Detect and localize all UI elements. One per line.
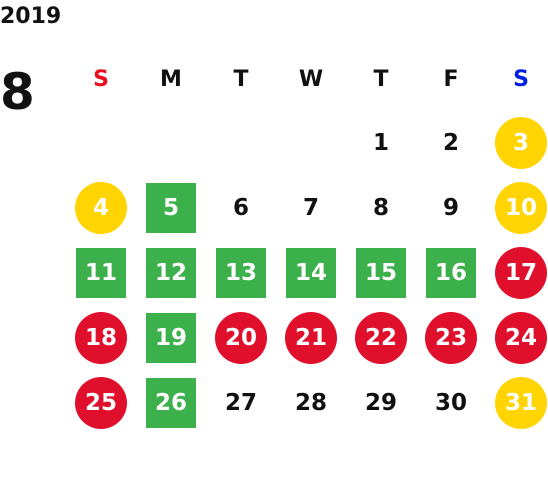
day-number xyxy=(146,118,196,168)
day-cell: 13 xyxy=(206,240,276,305)
day-number xyxy=(216,118,266,168)
day-cell xyxy=(206,110,276,175)
day-cell: 24 xyxy=(486,305,548,370)
weekday-thursday: T xyxy=(373,66,389,92)
weekday-sunday: S xyxy=(93,66,109,92)
week-row-2: 4 5 6 7 8 9 10 xyxy=(66,175,548,240)
weekday-header-row: S M T W T F S xyxy=(66,48,548,110)
day-cell: 21 xyxy=(276,305,346,370)
day-number: 10 xyxy=(495,181,547,234)
day-number: 1 xyxy=(372,129,389,156)
day-number: 22 xyxy=(355,311,407,364)
day-cell: 26 xyxy=(136,370,206,435)
day-cell: 27 xyxy=(206,370,276,435)
day-cell: 11 xyxy=(66,240,136,305)
day-cell: 4 xyxy=(66,175,136,240)
day-cell: 16 xyxy=(416,240,486,305)
day-number: 23 xyxy=(425,311,477,364)
day-cell xyxy=(276,110,346,175)
day-cell: 20 xyxy=(206,305,276,370)
weekday-saturday: S xyxy=(513,66,529,92)
week-row-1: 1 2 3 xyxy=(66,110,548,175)
day-cell: 28 xyxy=(276,370,346,435)
day-number: 12 xyxy=(146,247,196,298)
day-cell: 3 xyxy=(486,110,548,175)
day-cell: 12 xyxy=(136,240,206,305)
day-number: 25 xyxy=(75,376,127,429)
day-cell: 8 xyxy=(346,175,416,240)
day-number: 15 xyxy=(356,247,406,298)
day-cell: 15 xyxy=(346,240,416,305)
day-cell: 18 xyxy=(66,305,136,370)
day-number: 2 xyxy=(442,129,459,156)
day-number: 21 xyxy=(285,311,337,364)
day-number: 31 xyxy=(495,376,547,429)
calendar-month: 8 xyxy=(0,63,35,121)
day-cell: 29 xyxy=(346,370,416,435)
day-cell: 5 xyxy=(136,175,206,240)
day-cell: 14 xyxy=(276,240,346,305)
day-cell: 17 xyxy=(486,240,548,305)
day-cell: 9 xyxy=(416,175,486,240)
weekday-monday: M xyxy=(160,66,182,92)
day-number: 18 xyxy=(75,311,127,364)
week-row-4: 18 19 20 21 22 23 24 xyxy=(66,305,548,370)
calendar-year: 2019 xyxy=(0,4,62,29)
day-number: 19 xyxy=(146,312,196,363)
day-number: 28 xyxy=(294,389,327,416)
day-number xyxy=(286,118,336,168)
week-row-5: 25 26 27 28 29 30 31 xyxy=(66,370,548,435)
day-cell: 10 xyxy=(486,175,548,240)
day-number: 5 xyxy=(146,182,196,233)
day-number: 6 xyxy=(232,194,249,221)
day-number: 29 xyxy=(364,389,397,416)
day-number xyxy=(76,118,126,168)
day-number: 4 xyxy=(75,181,127,234)
day-number: 7 xyxy=(302,194,319,221)
day-cell: 2 xyxy=(416,110,486,175)
day-cell: 7 xyxy=(276,175,346,240)
week-row-3: 11 12 13 14 15 16 17 xyxy=(66,240,548,305)
weekday-tuesday: T xyxy=(233,66,249,92)
day-number: 20 xyxy=(215,311,267,364)
day-cell xyxy=(136,110,206,175)
day-cell: 23 xyxy=(416,305,486,370)
weekday-wednesday: W xyxy=(298,66,324,92)
day-number: 13 xyxy=(216,247,266,298)
day-number: 27 xyxy=(224,389,257,416)
day-number: 16 xyxy=(426,247,476,298)
day-cell: 30 xyxy=(416,370,486,435)
day-number: 17 xyxy=(495,246,547,299)
day-cell: 6 xyxy=(206,175,276,240)
day-number: 24 xyxy=(495,311,547,364)
day-cell: 22 xyxy=(346,305,416,370)
day-number: 8 xyxy=(372,194,389,221)
day-cell: 31 xyxy=(486,370,548,435)
day-number: 9 xyxy=(442,194,459,221)
day-number: 11 xyxy=(76,247,126,298)
day-number: 14 xyxy=(286,247,336,298)
day-cell xyxy=(66,110,136,175)
day-cell: 1 xyxy=(346,110,416,175)
weekday-friday: F xyxy=(443,66,459,92)
day-number: 30 xyxy=(434,389,467,416)
day-number: 26 xyxy=(146,377,196,428)
day-number: 3 xyxy=(495,116,547,169)
calendar-grid: S M T W T F S 1 2 3 4 5 6 7 8 9 10 11 12… xyxy=(66,48,548,435)
day-cell: 19 xyxy=(136,305,206,370)
day-cell: 25 xyxy=(66,370,136,435)
